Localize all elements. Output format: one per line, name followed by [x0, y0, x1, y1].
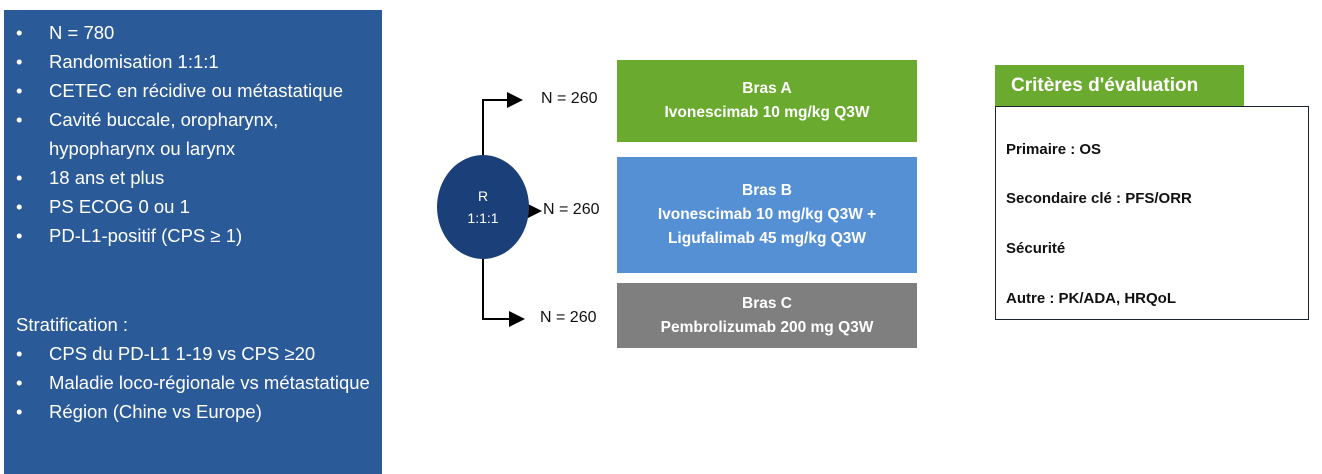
arm-b-box: Bras B Ivonescimab 10 mg/kg Q3W + Ligufa… — [617, 157, 917, 273]
criteria-secondary: Secondaire clé : PFS/ORR — [1006, 190, 1192, 207]
arm-a-count: N = 260 — [541, 90, 598, 107]
list-item: Cavité buccale, oropharynx, hypopharynx … — [4, 105, 374, 163]
arm-treatment: Ivonescimab 10 mg/kg Q3W + — [657, 206, 877, 223]
stratification-list: CPS du PD-L1 1-19 vs CPS ≥20 Maladie loc… — [4, 339, 374, 426]
list-item: Randomisation 1:1:1 — [4, 47, 374, 76]
randomization-node: R 1:1:1 — [437, 155, 529, 259]
arm-c-count: N = 260 — [540, 309, 597, 326]
arm-treatment: Pembrolizumab 200 mg Q3W — [660, 318, 874, 336]
arm-c-box: Bras C Pembrolizumab 200 mg Q3W — [617, 283, 917, 348]
arm-b-count: N = 260 — [543, 201, 600, 218]
stratification-title: Stratification : — [16, 314, 129, 335]
list-item: Maladie loco-régionale vs métastatique — [4, 368, 374, 397]
list-item: PS ECOG 0 ou 1 — [4, 192, 374, 221]
eligibility-list: N = 780 Randomisation 1:1:1 CETEC en réc… — [4, 18, 374, 250]
arm-title: Bras C — [742, 294, 792, 312]
eligibility-panel: N = 780 Randomisation 1:1:1 CETEC en réc… — [4, 10, 382, 474]
list-item: CETEC en récidive ou métastatique — [4, 76, 374, 105]
list-item: 18 ans et plus — [4, 163, 374, 192]
criteria-box: Primaire : OS Secondaire clé : PFS/ORR S… — [995, 106, 1309, 320]
criteria-safety: Sécurité — [1006, 240, 1066, 257]
randomization-ratio: 1:1:1 — [467, 210, 499, 226]
list-item: CPS du PD-L1 1-19 vs CPS ≥20 — [4, 339, 374, 368]
arm-treatment: Ivonescimab 10 mg/kg Q3W — [664, 104, 870, 121]
arm-title: Bras B — [742, 182, 792, 199]
criteria-title: Critères d'évaluation — [995, 65, 1244, 106]
arm-a-box: Bras A Ivonescimab 10 mg/kg Q3W — [617, 60, 917, 142]
list-item: Région (Chine vs Europe) — [4, 397, 374, 426]
criteria-primary: Primaire : OS — [1006, 141, 1102, 158]
list-item: N = 780 — [4, 18, 374, 47]
arm-treatment: Ligufalimab 45 mg/kg Q3W — [667, 230, 867, 247]
list-item: PD-L1-positif (CPS ≥ 1) — [4, 221, 374, 250]
arm-title: Bras A — [742, 80, 792, 97]
criteria-other: Autre : PK/ADA, HRQoL — [1006, 290, 1176, 307]
arrow-arm-a — [482, 92, 523, 155]
arrow-arm-c — [482, 259, 525, 327]
randomization-letter: R — [477, 188, 489, 204]
